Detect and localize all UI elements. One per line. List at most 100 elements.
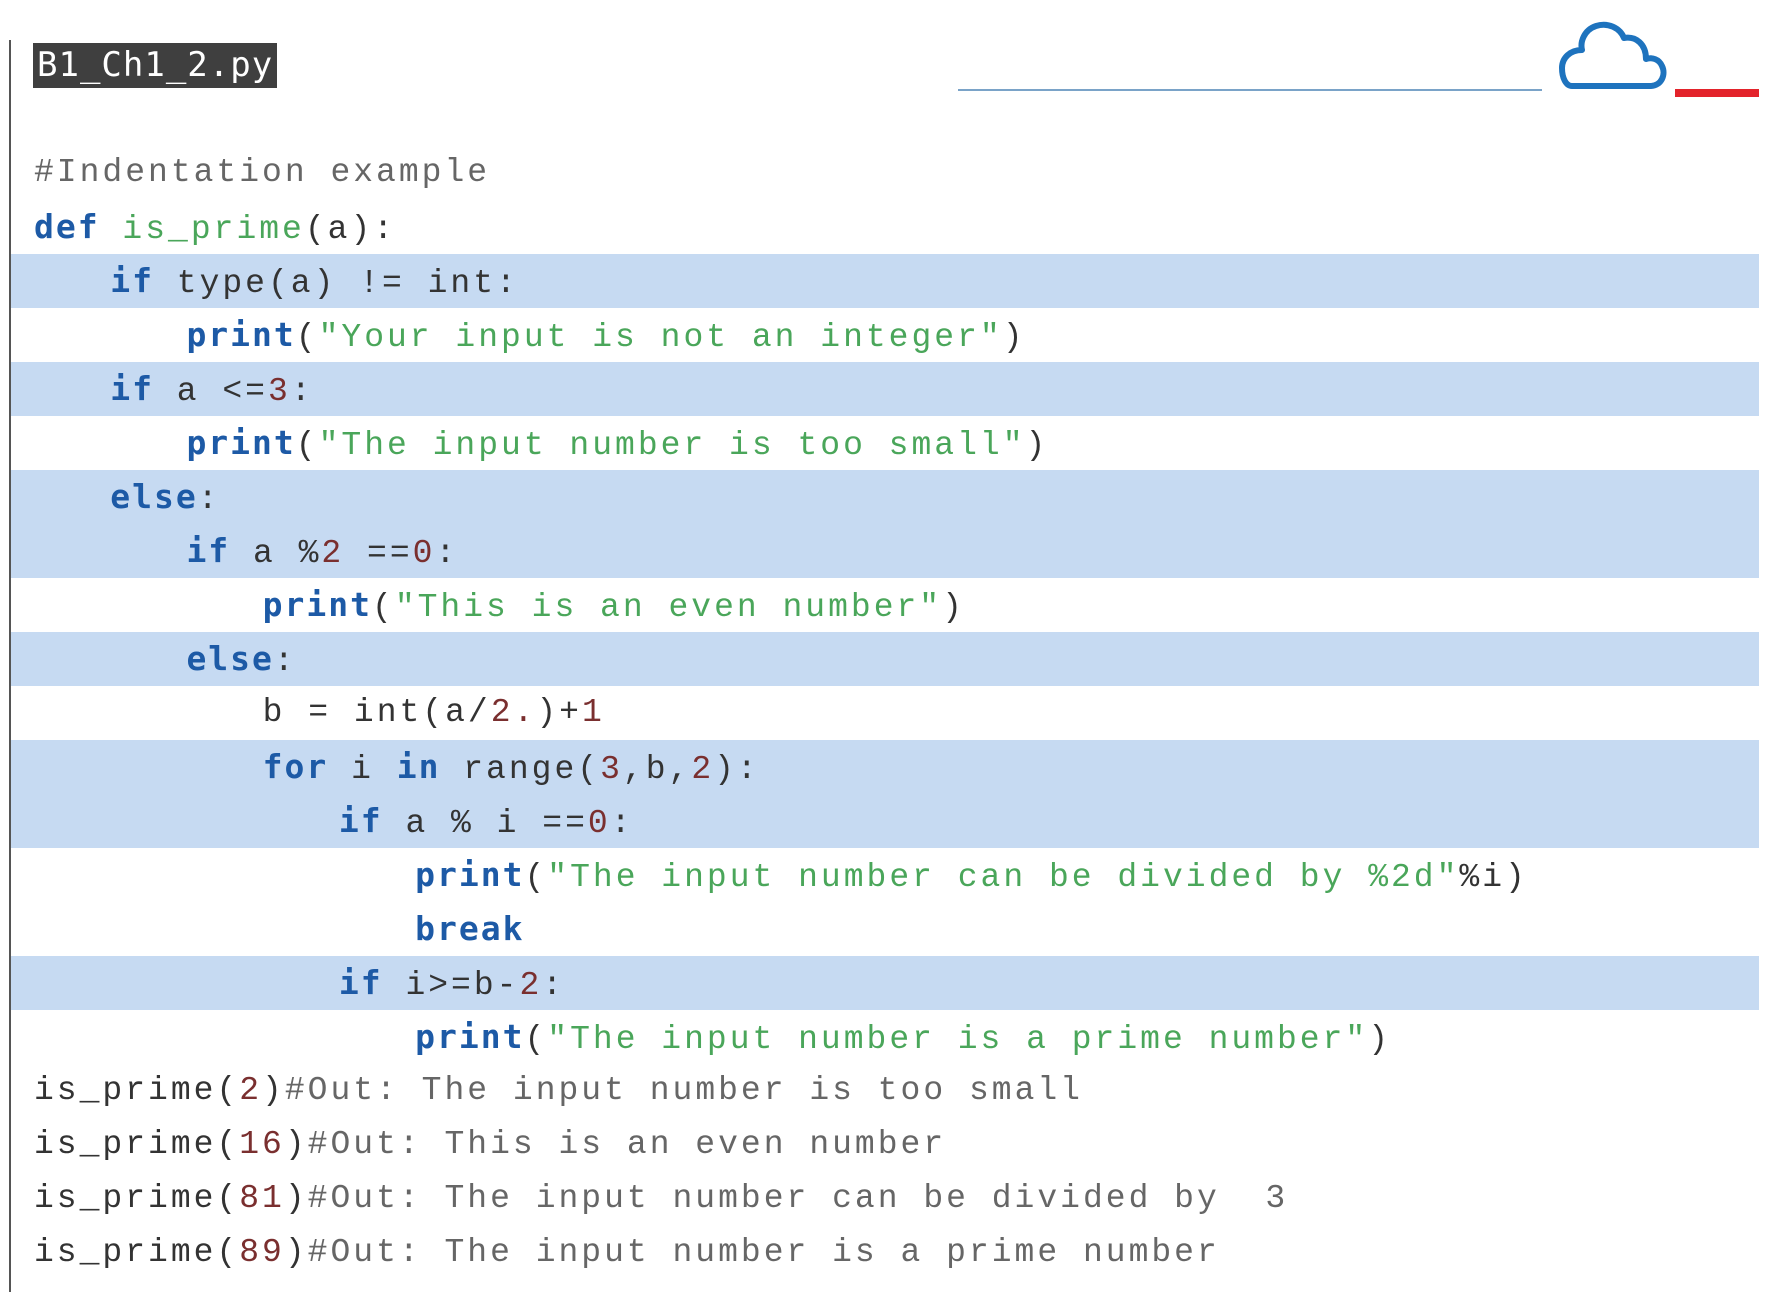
code-line: if type(a) != int: <box>11 254 1759 308</box>
code-token: 0 <box>587 805 611 842</box>
code-token: "The input number can be divided by %2d" <box>547 859 1460 896</box>
code-token: ): <box>714 751 760 788</box>
code-token: "The input number is too small" <box>318 427 1026 464</box>
code-line: print("This is an even number") <box>0 578 1768 632</box>
code-token: i <box>328 751 397 788</box>
code-token: ( <box>524 859 548 896</box>
code-token: 89 <box>239 1234 285 1271</box>
code-token: is_prime( <box>34 1180 240 1217</box>
code-token: 2 <box>239 1072 263 1109</box>
code-token: 0 <box>412 535 436 572</box>
code-line: b = int(a/2.)+1 <box>0 686 1768 740</box>
code-token: : <box>273 643 297 680</box>
code-line: is_prime(89)#Out: The input number is a … <box>0 1226 1768 1280</box>
code-line: print("The input number is a prime numbe… <box>0 1010 1768 1064</box>
code-line: print("Your input is not an integer") <box>0 308 1768 362</box>
code-token: b = int(a/ <box>262 694 491 731</box>
code-token: ) <box>284 1180 308 1217</box>
code-token: 1 <box>581 694 605 731</box>
code-token: ,b, <box>622 751 692 788</box>
code-token: #Out: This is an even number <box>307 1126 947 1163</box>
code-token: ) <box>1368 1021 1392 1058</box>
code-token: : <box>290 373 314 410</box>
code-token: "The input number is a prime number" <box>547 1021 1369 1058</box>
code-token: 3 <box>600 751 623 788</box>
code-token: a % i == <box>382 805 588 842</box>
code-token: in <box>396 747 441 786</box>
code-token: (a): <box>304 211 397 248</box>
code-token: ) <box>1002 319 1026 356</box>
code-token: if <box>110 261 154 300</box>
code-token: is_prime( <box>34 1126 240 1163</box>
code-token: #Out: The input number can be divided by… <box>307 1180 1289 1217</box>
code-line: print("The input number can be divided b… <box>0 848 1768 902</box>
code-token: ) <box>262 1072 285 1109</box>
code-token: is_prime( <box>34 1072 240 1109</box>
code-token: ) <box>1025 427 1049 464</box>
code-token: type(a) != int: <box>153 265 519 302</box>
code-line: else: <box>11 470 1759 524</box>
code-token: a <= <box>153 373 268 410</box>
code-line: is_prime(81)#Out: The input number can b… <box>0 1172 1768 1226</box>
code-line: is_prime(16)#Out: This is an even number <box>0 1118 1768 1172</box>
code-token: ( <box>295 319 319 356</box>
code-token: is_prime <box>122 211 305 248</box>
code-line: break <box>0 902 1768 956</box>
code-line: #Indentation example <box>0 146 1768 200</box>
code-token: )+ <box>536 694 582 731</box>
code-line: for i in range(3,b,2): <box>11 740 1759 794</box>
code-token: == <box>344 535 413 572</box>
code-token: break <box>415 909 525 948</box>
code-token: if <box>338 801 383 840</box>
code-line: if i>=b-2: <box>11 956 1759 1010</box>
code-token: 81 <box>239 1180 285 1217</box>
code-token: i>=b- <box>382 967 520 1004</box>
file-name-tab: B1_Ch1_2.py <box>33 43 278 88</box>
code-token: if <box>110 369 154 408</box>
code-token: print <box>186 423 296 462</box>
code-line: def is_prime(a): <box>0 200 1768 254</box>
code-token <box>100 211 123 248</box>
code-token: %i) <box>1459 859 1528 896</box>
code-token: if <box>186 531 231 570</box>
code-token: ) <box>284 1126 308 1163</box>
code-token: : <box>435 535 459 572</box>
code-token: a % <box>230 535 322 572</box>
code-line: is_prime(2)#Out: The input number is too… <box>0 1064 1768 1118</box>
code-token: range( <box>440 751 601 788</box>
code-token: #Out: The input number is a prime number <box>307 1234 1220 1271</box>
code-token: 2 <box>321 535 345 572</box>
code-token: def <box>34 207 100 246</box>
code-line: print("The input number is too small") <box>0 416 1768 470</box>
code-token: #Indentation example <box>34 154 491 191</box>
code-token: : <box>542 967 566 1004</box>
code-line: if a % i ==0: <box>11 794 1759 848</box>
code-token: ( <box>372 589 395 626</box>
code-token: "Your input is not an integer" <box>318 319 1003 356</box>
code-token: else <box>110 477 198 516</box>
code-token: 2 <box>691 751 715 788</box>
code-token: 16 <box>239 1126 285 1163</box>
code-token: if <box>338 963 383 1002</box>
code-token: for <box>262 747 329 786</box>
code-token: ) <box>284 1234 308 1271</box>
code-token: ( <box>295 427 319 464</box>
code-token: 2. <box>490 694 537 731</box>
code-token: #Out: The input number is too small <box>284 1072 1083 1109</box>
code-token: print <box>186 315 296 354</box>
code-token: : <box>610 805 634 842</box>
code-token: print <box>262 585 373 624</box>
code-line: if a <=3: <box>11 362 1759 416</box>
cloud-icon <box>1559 21 1667 89</box>
code-line: if a %2 ==0: <box>11 524 1759 578</box>
code-line: else: <box>11 632 1759 686</box>
code-token: 2 <box>519 967 543 1004</box>
code-token: is_prime( <box>34 1234 240 1271</box>
accent-bar <box>1675 89 1759 97</box>
code-token: ( <box>524 1021 548 1058</box>
code-token: 3 <box>268 373 291 410</box>
code-token: print <box>415 1017 525 1056</box>
code-token: print <box>415 855 525 894</box>
code-token: else <box>186 639 274 678</box>
